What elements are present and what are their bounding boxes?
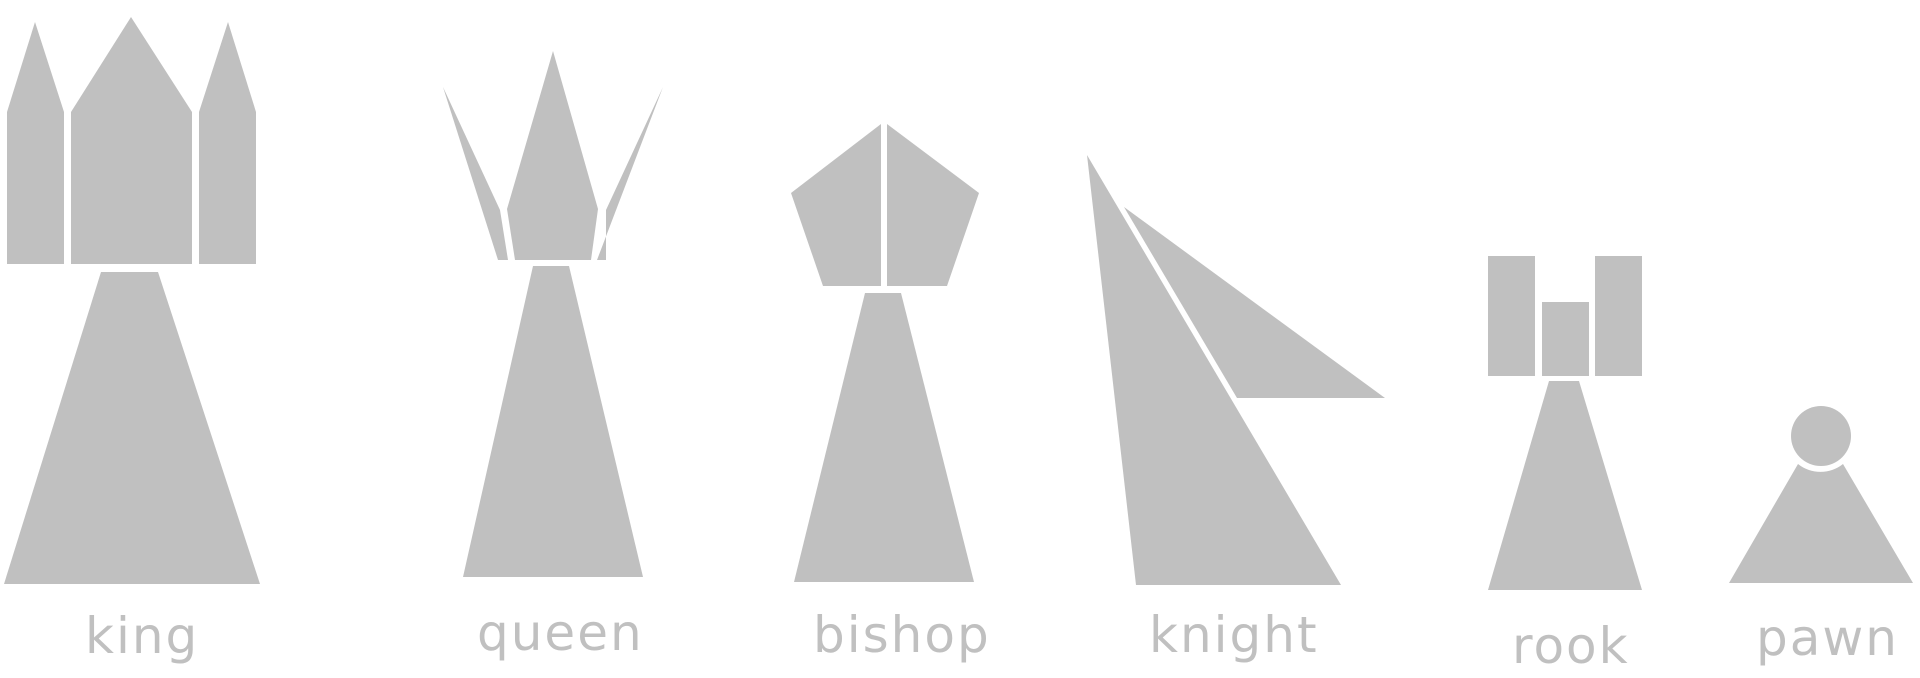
king-shape-part [199, 22, 256, 264]
rook-shape-part [1488, 381, 1642, 590]
piece-queen-icon: queen [443, 51, 663, 662]
piece-bishop-icon: bishop [791, 124, 991, 664]
rook-shape-part [1542, 302, 1589, 376]
piece-label-knight: knight [1149, 606, 1319, 664]
piece-king-icon: king [4, 17, 260, 665]
king-shape-part [71, 17, 192, 264]
piece-label-queen: queen [477, 604, 644, 662]
rook-shape-part [1595, 256, 1642, 376]
knight-shape-part [1087, 155, 1341, 585]
queen-shape-part [443, 87, 508, 260]
bishop-shape-part [794, 293, 974, 582]
piece-label-king: king [85, 607, 199, 665]
piece-knight-icon: knight [1087, 155, 1385, 664]
bishop-shape-part [887, 124, 979, 286]
piece-label-pawn: pawn [1756, 609, 1899, 667]
bishop-shape-part [791, 124, 881, 286]
pawn-body-shape [1729, 464, 1913, 583]
king-shape-part [4, 272, 260, 584]
queen-shape-part [463, 266, 643, 577]
knight-shape-part [1124, 207, 1385, 398]
queen-shape-part [507, 51, 598, 260]
rook-shape-part [1488, 256, 1535, 376]
pieces-group: king queen bishop knight rook pawn [4, 17, 1913, 675]
piece-pawn-icon: pawn [1729, 406, 1913, 667]
pawn-head-shape [1791, 406, 1851, 466]
queen-shape-part [597, 87, 663, 260]
king-shape-part [7, 22, 64, 264]
piece-label-rook: rook [1512, 617, 1630, 675]
piece-rook-icon: rook [1488, 256, 1642, 675]
piece-label-bishop: bishop [813, 606, 991, 664]
